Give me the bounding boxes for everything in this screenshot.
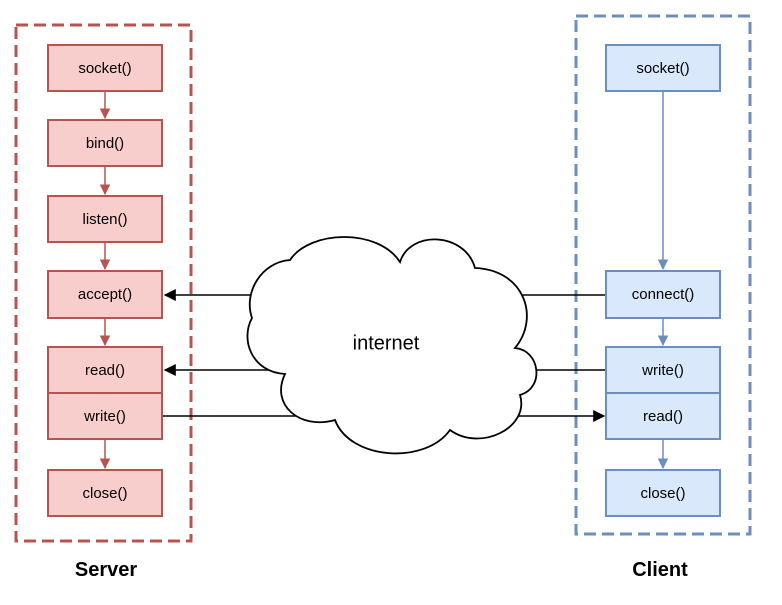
server-group-label: Server — [74, 559, 138, 581]
server-close-label: close() — [82, 485, 127, 502]
server-read-box: read() — [47, 346, 163, 394]
server-listen-label: listen() — [82, 211, 127, 228]
server-read-label: read() — [85, 362, 125, 379]
client-group-border — [574, 14, 752, 536]
server-listen-box: listen() — [47, 195, 163, 243]
client-close-box: close() — [605, 469, 721, 517]
server-socket-label: socket() — [78, 60, 131, 77]
server-write-label: write() — [83, 408, 126, 425]
client-socket-box: socket() — [605, 44, 721, 92]
server-group-border — [14, 23, 193, 543]
server-socket-box: socket() — [47, 44, 163, 92]
server-bind-box: bind() — [47, 119, 163, 167]
server-accept-label: accept() — [78, 286, 132, 303]
client-read-label: read() — [643, 408, 683, 425]
server-close-box: close() — [47, 469, 163, 517]
server-write-box: write() — [47, 392, 163, 440]
client-close-label: close() — [640, 485, 685, 502]
client-connect-box: connect() — [605, 270, 721, 319]
client-read-box: read() — [605, 392, 721, 440]
server-bind-label: bind() — [86, 135, 124, 152]
client-connect-label: connect() — [632, 286, 695, 303]
client-write-box: write() — [605, 346, 721, 394]
client-group-label: Client — [632, 559, 688, 581]
client-write-label: write() — [641, 362, 684, 379]
client-socket-label: socket() — [636, 60, 689, 77]
internet-label: internet — [353, 332, 420, 354]
server-accept-box: accept() — [47, 270, 163, 319]
internet-cloud — [246, 236, 538, 455]
